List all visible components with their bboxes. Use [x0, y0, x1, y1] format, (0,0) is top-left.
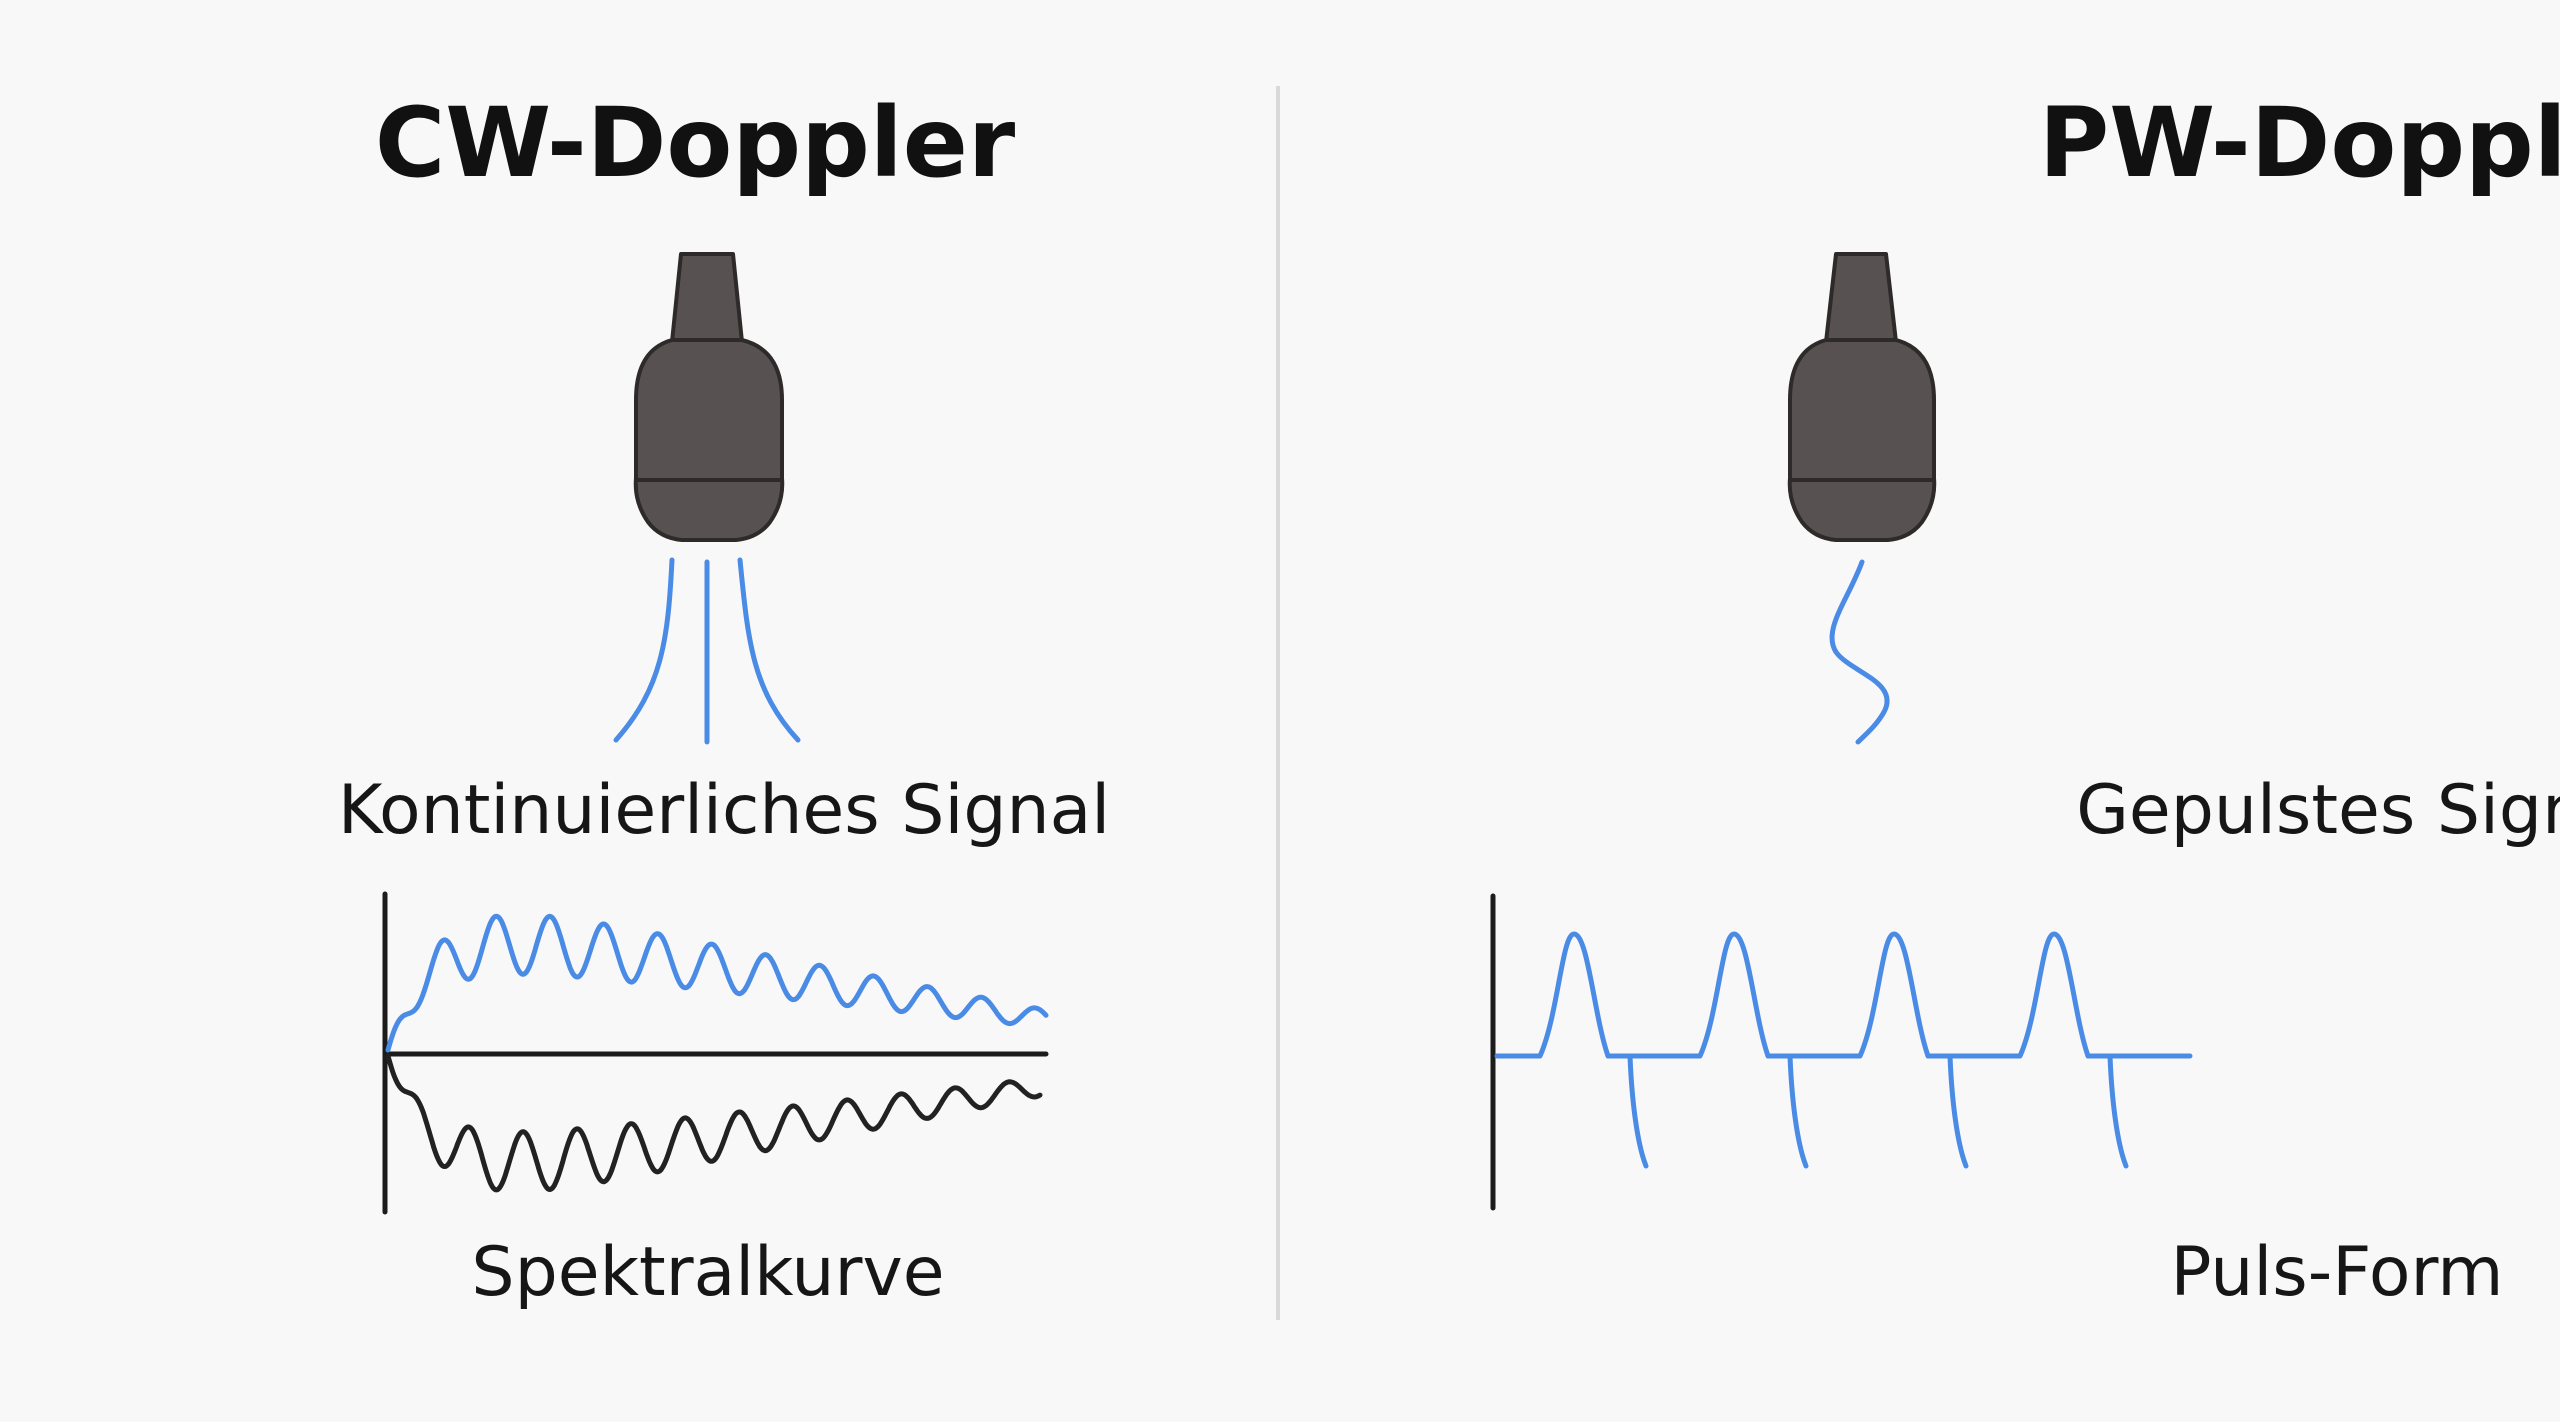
pw-pulse-wave — [1494, 931, 2193, 1169]
cw-beam-right — [737, 557, 801, 743]
pw-ultrasound-probe-icon — [1787, 252, 1937, 542]
pw-pulsed-wavy-line-icon — [1829, 559, 1890, 745]
cw-probe-body — [633, 338, 785, 542]
pw-probe-body — [1787, 338, 1937, 542]
panel-divider — [1276, 86, 1280, 1320]
pw-doppler-panel: PW-Doppler Gepulstes Signal Puls-Form — [1280, 0, 2560, 1422]
cw-spectral-curve-upper — [385, 913, 1049, 1053]
pw-signal-label: Gepulstes Signal — [2076, 771, 2560, 850]
pw-panel-title: PW-Doppler — [2038, 87, 2560, 199]
pw-pulse-form-plot — [1490, 893, 2193, 1211]
cw-beam-left — [613, 557, 675, 743]
pw-curve-label: Puls-Form — [2170, 1233, 2504, 1312]
cw-spectral-curve-plot — [382, 891, 1049, 1215]
cw-signal-label: Kontinuierliches Signal — [337, 771, 1111, 850]
cw-doppler-panel: CW-Doppler Kontinuierliches Signal Spekt… — [0, 0, 1270, 1422]
cw-ultrasound-probe-icon — [633, 252, 785, 542]
cw-spectral-curve-lower — [385, 1053, 1043, 1193]
cw-continuous-beam-lines-icon — [613, 557, 801, 745]
cw-curve-label: Spektralkurve — [471, 1233, 945, 1312]
pw-beam-wave — [1829, 559, 1890, 745]
cw-panel-title: CW-Doppler — [374, 87, 1016, 199]
